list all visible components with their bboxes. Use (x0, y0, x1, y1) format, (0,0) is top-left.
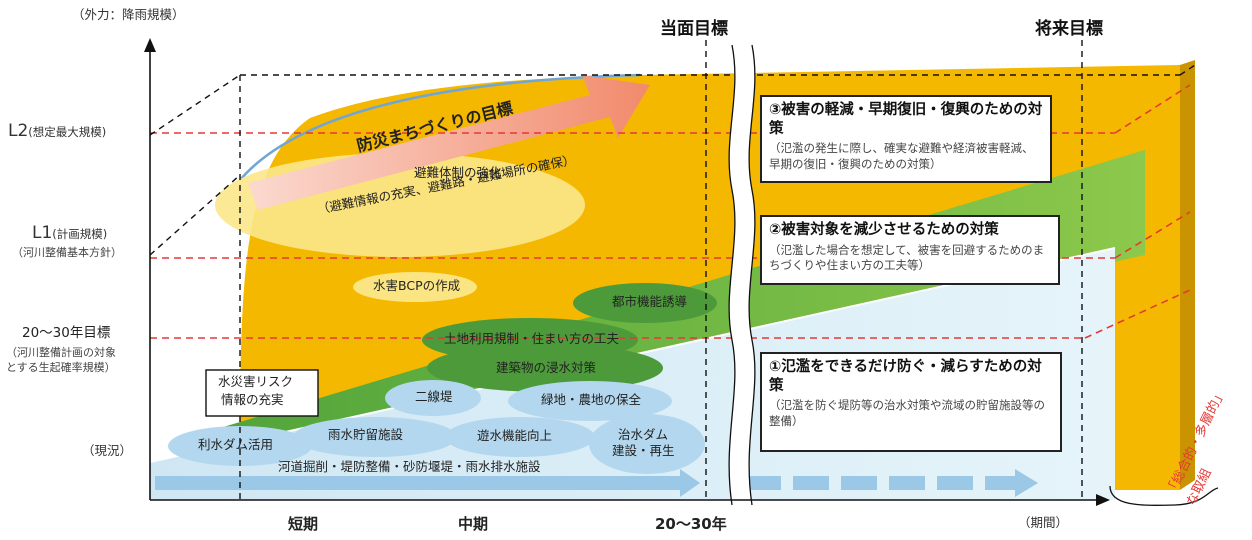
retention-ellipse (445, 417, 595, 457)
x-label-year: 20～30年 (655, 515, 727, 533)
level-l2-label: L2 (8, 121, 29, 141)
city-label: 都市機能誘導 (612, 294, 688, 309)
rainwater-ellipse (293, 417, 457, 457)
level-l1-label: L1 (32, 223, 53, 243)
green-farm-label: 緑地・農地の保全 (541, 392, 642, 407)
time-break (728, 44, 756, 506)
level-2030-sub2: とする生起確率規模） (6, 361, 116, 374)
risk-line2: 情報の充実 (221, 392, 284, 407)
side-bracket (1109, 485, 1219, 506)
yellow-slab-side (1180, 60, 1195, 490)
measure-box-2: ②被害対象を減少させるための対策 （氾濫した場合を想定して、被害を回避するための… (760, 215, 1060, 285)
risk-line1: 水災害リスク (218, 374, 294, 389)
measure-box-1-desc: （氾濫を防ぐ堤防等の治水対策や流域の貯留施設等の整備） (769, 398, 1045, 428)
evac-line1: 避難体制の強化 (414, 165, 502, 180)
bottom-measures-label: 河道掘削・堤防整備・砂防堰堤・雨水排水施設 (278, 459, 541, 474)
level-l2-sub: (想定最大規模) (28, 125, 107, 139)
flood-dam-label-2: 建設・再生 (612, 443, 675, 458)
x-label-mid: 中期 (458, 515, 489, 533)
near-term-header: 当面目標 (660, 19, 728, 39)
bcp-label: 水害BCPの作成 (373, 278, 461, 293)
land-label: 土地利用規制・住まい方の工夫 (444, 331, 620, 346)
x-axis-end: （期間） (1018, 515, 1069, 530)
level-l1-sub2: （河川整備基本方針） (12, 246, 122, 259)
dual-levee-label: 二線堤 (415, 389, 453, 404)
flood-dam-ellipse (589, 414, 705, 474)
measure-box-2-title: ②被害対象を減少させるための対策 (769, 222, 999, 238)
water-dam-label: 利水ダム活用 (198, 437, 274, 452)
y-axis-title: （外力：降雨規模） (72, 7, 185, 22)
flood-dam-label-1: 治水ダム (618, 427, 669, 442)
level-l1-sub: (計画規模) (52, 227, 108, 241)
building-ellipse (427, 344, 663, 392)
dual-levee-ellipse (385, 380, 481, 416)
yellow-zone-edge (239, 73, 641, 181)
future-header: 将来目標 (1035, 19, 1103, 39)
measure-box-1-title: ①氾濫をできるだけ防ぐ・減らすための対策 (769, 359, 1042, 394)
town-planning-arrow (248, 75, 650, 210)
level-l1: L1(計画規模) (32, 223, 108, 244)
rainwater-label: 雨水貯留施設 (328, 427, 404, 442)
bottom-blue-arrow (155, 469, 1038, 497)
measure-box-2-desc: （氾濫した場合を想定して、被害を回避するためのまちづくりや住まい方の工夫等） (769, 242, 1045, 273)
water-dam-ellipse (168, 426, 312, 466)
measure-box-3-title: ③被害の軽減・早期復旧・復興のための対策 (769, 102, 1043, 137)
level-2030-label: 20～30年目標 (22, 325, 111, 341)
measure-box-3: ③被害の軽減・早期復旧・復興のための対策 （氾濫の発生に際し、確実な避難や経済被… (760, 95, 1052, 183)
measure-box-3-desc: （氾濫の発生に際し、確実な避難や経済被害軽減、早期の復旧・復興のための対策） (769, 141, 1034, 171)
level-l2: L2(想定最大規模) (8, 121, 107, 142)
x-label-short: 短期 (288, 515, 319, 533)
risk-box-frame (205, 369, 319, 417)
level-current: （現況） (82, 443, 133, 458)
bcp-ellipse (353, 272, 477, 302)
axes (144, 38, 1110, 506)
retention-label: 遊水機能向上 (477, 428, 553, 443)
city-ellipse (573, 283, 717, 323)
level-2030-sub: （河川整備計画の対象 (6, 346, 116, 359)
frame-dashes (149, 40, 1196, 500)
building-label: 建築物の浸水対策 (496, 360, 597, 375)
measure-box-1: ①氾濫をできるだけ防ぐ・減らすための対策 （氾濫を防ぐ堤防等の治水対策や流域の貯… (760, 352, 1062, 452)
green-farm-ellipse (508, 381, 672, 421)
